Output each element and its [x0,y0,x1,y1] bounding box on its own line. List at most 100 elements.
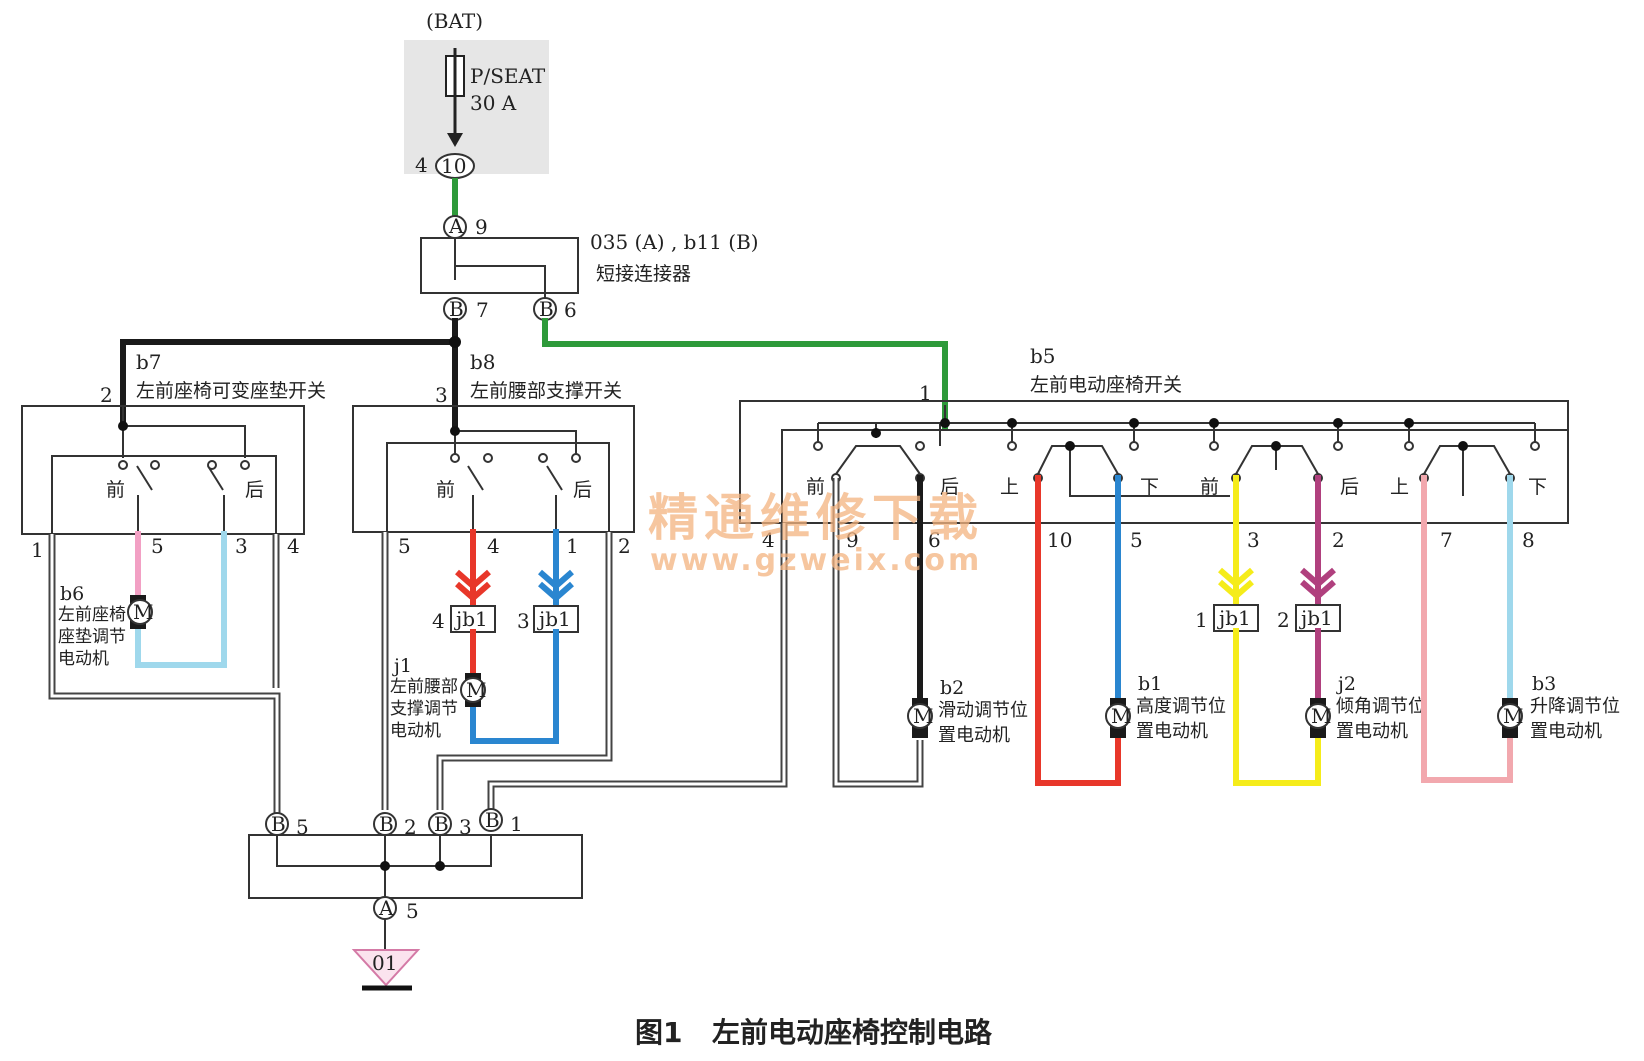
motor-b1 [1105,703,1131,729]
switch-b5-pos-5: 前 [1200,476,1219,498]
switch-b8-inner [386,442,610,533]
switch-b5-pos-6: 后 [1340,476,1359,498]
motor-b3-name: 升降调节位置电动机 [1530,696,1620,742]
switch-b7-inner [51,455,277,535]
motor-b2 [907,703,933,729]
switch-b5-inner [781,429,1569,524]
fuse-pin-left: 4 [415,153,428,177]
motor-j2-code: j2 [1336,673,1356,695]
motor-b6-name: 左前座椅座垫调节电动机 [58,605,126,669]
short-conn-pin-b7-letter: B [449,297,464,321]
switch-b7-pin-top: 2 [100,383,113,407]
jb1-pin-2: 2 [1277,608,1290,632]
ground-pin-b5-num: 5 [296,815,309,839]
switch-b8-rear: 后 [573,479,592,501]
switch-b5-pos-1: 前 [806,476,825,498]
motor-j2-name: 倾角调节位置电动机 [1336,696,1426,742]
short-conn-pin-b6-letter: B [539,297,554,321]
jb1-label-4: jb1 [1299,606,1333,630]
switch-b5-pos-4: 下 [1140,476,1159,498]
switch-b7-rear: 后 [245,479,264,501]
motor-b2-code: b2 [940,677,964,699]
fuse-box-panel [404,40,549,174]
ground-pin-b2 [373,812,397,836]
motor-b1-symbol: M [1111,704,1131,728]
switch-b5-pos-8: 下 [1528,476,1547,498]
ground-connector-box [248,834,583,899]
switch-b5-pos-3: 上 [1000,476,1019,498]
arrow-down-icon [447,133,463,147]
switch-b5-pin-4: 4 [762,528,775,552]
fuse-rating: 30 A [470,91,517,115]
watermark-url: www.gzweix.com [650,543,982,578]
ground-pin-b1-letter: B [485,808,500,832]
ground-pin-b3 [428,812,452,836]
ground-triangle-icon [351,949,421,987]
watermark-title: 精通维修下载 [648,489,984,547]
switch-b8-pin-2: 2 [618,534,631,558]
switch-b5-pin-8: 8 [1522,528,1535,552]
ground-pin-b1-num: 1 [510,812,523,836]
switch-b5-code: b5 [1030,344,1056,368]
switch-b8-pin-4: 4 [487,534,500,558]
motor-b3-code: b3 [1532,673,1556,695]
motor-j2-symbol: M [1311,704,1331,728]
switch-b5-pin-2: 2 [1332,528,1345,552]
switch-b8-box [352,405,635,533]
jb1-label-1: jb1 [454,607,488,631]
switch-b8-pin-1: 1 [566,534,579,558]
jb1-box-1 [450,605,496,633]
motor-b1-name: 高度调节位置电动机 [1136,696,1226,742]
motor-b6-symbol: M [133,600,153,624]
switch-b5-pin-7: 7 [1440,528,1453,552]
switch-b8-pin-top: 3 [435,383,448,407]
battery-label: (BAT) [426,9,483,33]
switch-b8-name: 左前腰部支撑开关 [470,380,622,402]
jb1-box-3 [1213,604,1259,632]
motor-b2-name: 滑动调节位置电动机 [938,700,1028,746]
jb1-label-2: jb1 [537,607,571,631]
motor-b3 [1497,703,1523,729]
ground-pin-b3-num: 3 [459,815,472,839]
ground-label: 01 [372,951,397,975]
switch-b5-pos-2: 后 [940,476,959,498]
ground-pin-b2-letter: B [379,812,394,836]
motor-j1-symbol: M [466,678,486,702]
motor-j1-code: j1 [392,655,412,677]
switch-b7-pin-5: 5 [151,534,164,558]
motor-b2-symbol: M [913,704,933,728]
jb1-pin-4: 4 [432,609,445,633]
switch-b5-pin-top: 1 [919,381,932,405]
ground-pin-b5 [265,812,289,836]
ground-pin-b5-letter: B [271,812,286,836]
switch-b7-code: b7 [136,350,162,374]
motor-j1 [460,677,486,703]
short-connector-box [420,237,579,294]
short-connector-name: 短接连接器 [596,263,691,285]
ground-pin-a5-num: 5 [406,899,419,923]
fuse-pin-right: 10 [441,154,466,178]
switch-b7-front: 前 [106,479,125,501]
switch-b8-pin-5: 5 [398,534,411,558]
switch-b5-name: 左前电动座椅开关 [1030,374,1182,396]
short-conn-pin-a-num: 9 [475,215,488,239]
switch-b8-code: b8 [470,350,496,374]
switch-b7-pin-3: 3 [235,534,248,558]
short-conn-pin-a-letter: A [448,214,464,238]
switch-b7-pin-1: 1 [31,538,44,562]
switch-b5-pin-10: 10 [1047,528,1072,552]
caption-title: 左前电动座椅控制电路 [712,1016,993,1049]
switch-b8-front: 前 [436,479,455,501]
switch-b5-pin-5: 5 [1130,528,1143,552]
switch-b5-pin-3: 3 [1247,528,1260,552]
motor-b6 [127,599,153,625]
short-connector-code: 035 (A) , b11 (B) [590,230,759,254]
caption-fig-number: 图1 [635,1016,682,1049]
switch-b5-pin-6: 6 [928,528,941,552]
jb1-box-4 [1295,604,1341,632]
motor-b1-code: b1 [1138,673,1162,695]
ground-pin-b3-letter: B [434,812,449,836]
motor-b6-code: b6 [60,583,84,605]
ground-pin-a5-letter: A [378,896,394,920]
